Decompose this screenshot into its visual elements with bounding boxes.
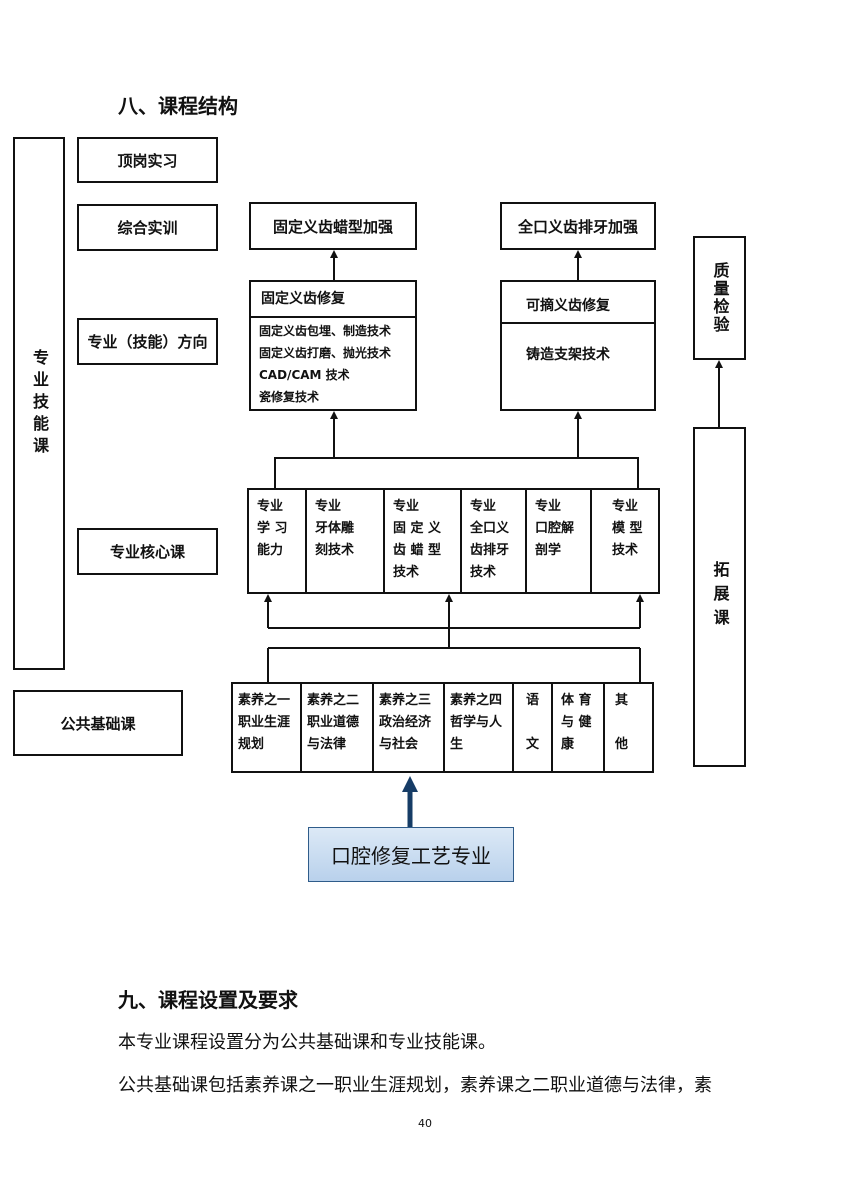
core-course-label-box: 专业核心课 [77,528,218,575]
skill-course-box: 专业技能课 [13,137,65,670]
training-box: 综合实训 [77,204,218,251]
basic-cell: 语文 [526,693,540,752]
basic-cell: 素养之二职业道德与法律 [307,693,360,752]
section-heading-8: 八、课程结构 [118,94,238,118]
basic-cell: 素养之三政治经济与社会 [379,693,432,752]
major-box: 口腔修复工艺专业 [308,827,514,882]
skill-course-label: 专业技能课 [30,348,49,459]
paragraph-2: 公共基础课包括素养课之一职业生涯规划，素养课之二职业道德与法律，素 [118,1075,712,1096]
basic-cell: 体 育与 健康 [561,693,592,752]
basic-cell: 其他 [615,693,629,752]
fixed-item: CAD/CAM 技术 [259,368,350,382]
removable-denture-title: 可摘义齿修复 [502,282,654,324]
extension-label: 拓展课 [710,561,730,633]
removable-item: 铸造支架技术 [526,347,610,363]
fixed-item: 固定义齿打磨、抛光技术 [259,346,392,360]
internship-box: 顶岗实习 [77,137,218,183]
core-cell: 专业牙体雕刻技术 [315,499,355,558]
direction-box: 专业（技能）方向 [77,318,218,365]
core-cell: 专业学 习能力 [257,499,288,558]
page-number: 40 [418,1117,432,1130]
core-cell: 专业固 定 义齿 蜡 型技术 [393,499,442,580]
removable-denture-box: 可摘义齿修复 铸造支架技术 [500,280,656,411]
basic-course-label-box: 公共基础课 [13,690,183,756]
core-cell: 专业模 型技术 [612,499,643,558]
core-cell: 专业口腔解剖学 [535,499,575,558]
fixed-denture-box: 固定义齿修复 固定义齿包埋、制造技术 固定义齿打磨、抛光技术 CAD/CAM 技… [249,280,417,411]
fixed-item: 固定义齿包埋、制造技术 [259,324,392,338]
section-heading-9: 九、课程设置及要求 [118,988,298,1012]
extension-box: 拓展课 [693,427,746,767]
fixed-wax-box: 固定义齿蜡型加强 [249,202,417,250]
paragraph-1: 本专业课程设置分为公共基础课和专业技能课。 [118,1032,496,1053]
full-arrange-box: 全口义齿排牙加强 [500,202,656,250]
fixed-denture-title: 固定义齿修复 [251,282,415,318]
basic-cell: 素养之四哲学与人生 [450,693,503,752]
quality-box: 质量检验 [693,236,746,360]
fixed-item: 瓷修复技术 [259,390,320,404]
basic-cell: 素养之一职业生涯规划 [238,693,291,752]
quality-label: 质量检验 [710,262,730,334]
core-cell: 专业全口义齿排牙技术 [470,499,510,580]
